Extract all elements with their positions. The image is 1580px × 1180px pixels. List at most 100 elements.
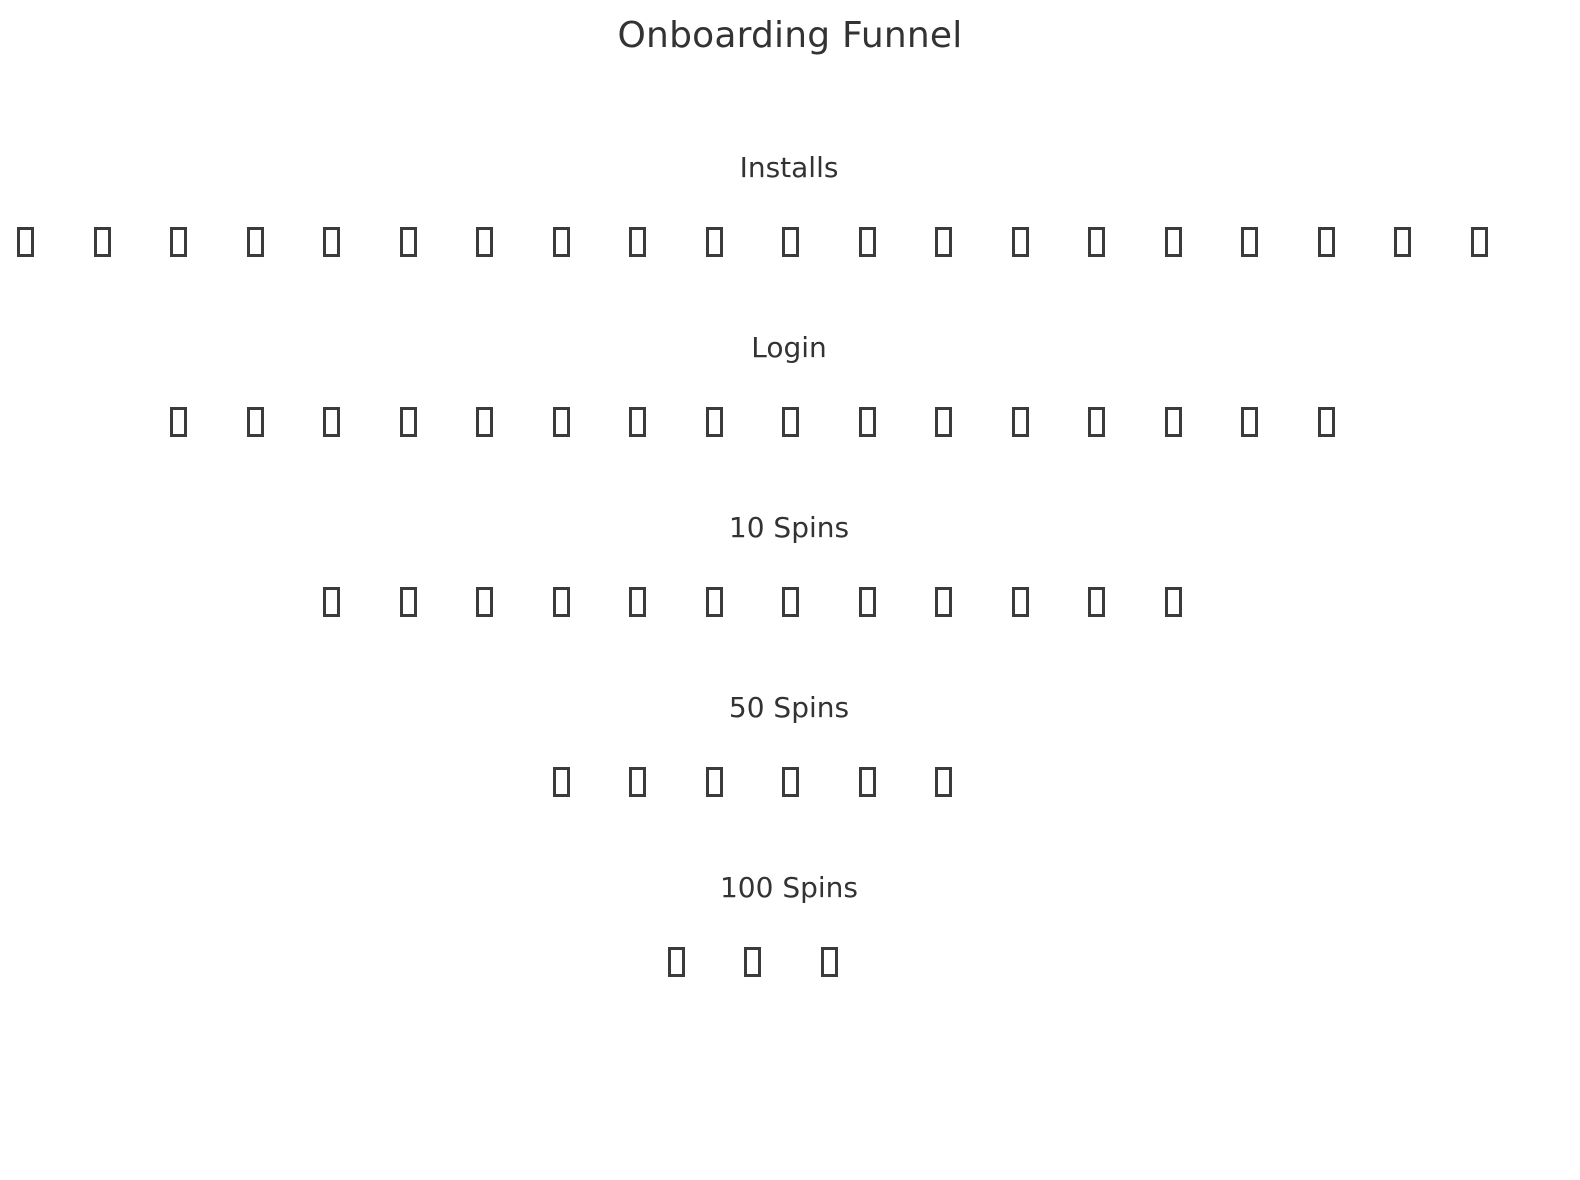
stage-marker bbox=[676, 400, 753, 444]
stage-marker bbox=[906, 220, 983, 264]
missing-glyph-box-icon bbox=[667, 947, 685, 977]
stage-marker bbox=[753, 400, 830, 444]
missing-glyph-box-icon bbox=[820, 947, 838, 977]
missing-glyph-box-icon bbox=[323, 587, 341, 617]
missing-glyph-box-icon bbox=[935, 227, 953, 257]
stage-marker bbox=[1212, 400, 1289, 444]
missing-glyph-box-icon bbox=[552, 407, 570, 437]
missing-glyph-box-icon bbox=[629, 227, 647, 257]
stage-marker bbox=[1059, 220, 1136, 264]
funnel-stage: 10 Spins bbox=[0, 510, 1580, 690]
missing-glyph-box-icon bbox=[629, 587, 647, 617]
stage-marker bbox=[829, 580, 906, 624]
missing-glyph-box-icon bbox=[170, 227, 188, 257]
stage-marker bbox=[1441, 220, 1518, 264]
stage-marker bbox=[523, 400, 600, 444]
stage-label: Installs bbox=[739, 151, 839, 184]
funnel-stage: Login bbox=[0, 330, 1580, 510]
missing-glyph-box-icon bbox=[1088, 587, 1106, 617]
stage-marker bbox=[141, 400, 218, 444]
missing-glyph-box-icon bbox=[552, 587, 570, 617]
stage-marker bbox=[906, 760, 983, 804]
stage-marker bbox=[791, 940, 868, 984]
missing-glyph-box-icon bbox=[935, 587, 953, 617]
stage-marker bbox=[676, 580, 753, 624]
missing-glyph-box-icon bbox=[935, 767, 953, 797]
missing-glyph-box-icon bbox=[93, 227, 111, 257]
stage-marker bbox=[294, 220, 371, 264]
missing-glyph-box-icon bbox=[935, 407, 953, 437]
stage-marker bbox=[982, 400, 1059, 444]
stage-label: Login bbox=[751, 331, 827, 364]
stage-marker bbox=[447, 400, 524, 444]
stage-marker-row bbox=[0, 932, 1580, 992]
missing-glyph-box-icon bbox=[782, 767, 800, 797]
stage-label: 10 Spins bbox=[728, 511, 850, 544]
missing-glyph-box-icon bbox=[1164, 227, 1182, 257]
stage-marker bbox=[676, 760, 753, 804]
stage-marker bbox=[1135, 220, 1212, 264]
stage-marker bbox=[1365, 220, 1442, 264]
stage-marker bbox=[1135, 580, 1212, 624]
stage-marker bbox=[600, 400, 677, 444]
stage-marker bbox=[753, 220, 830, 264]
stage-marker bbox=[753, 580, 830, 624]
missing-glyph-box-icon bbox=[1241, 407, 1259, 437]
stage-marker bbox=[600, 220, 677, 264]
missing-glyph-box-icon bbox=[705, 587, 723, 617]
stage-marker bbox=[1135, 400, 1212, 444]
missing-glyph-box-icon bbox=[170, 407, 188, 437]
missing-glyph-box-icon bbox=[323, 227, 341, 257]
missing-glyph-box-icon bbox=[476, 227, 494, 257]
missing-glyph-box-icon bbox=[1011, 407, 1029, 437]
stage-marker bbox=[1059, 400, 1136, 444]
missing-glyph-box-icon bbox=[399, 227, 417, 257]
stage-marker bbox=[217, 220, 294, 264]
missing-glyph-box-icon bbox=[858, 227, 876, 257]
stage-marker bbox=[370, 220, 447, 264]
stage-marker bbox=[1288, 220, 1365, 264]
missing-glyph-box-icon bbox=[858, 587, 876, 617]
missing-glyph-box-icon bbox=[399, 587, 417, 617]
funnel-stage: 50 Spins bbox=[0, 690, 1580, 870]
stage-marker bbox=[447, 220, 524, 264]
stage-marker-row bbox=[0, 212, 1580, 272]
stage-marker bbox=[1288, 400, 1365, 444]
chart-title-text: Onboarding Funnel bbox=[617, 15, 963, 56]
missing-glyph-box-icon bbox=[476, 407, 494, 437]
stage-marker bbox=[447, 580, 524, 624]
stage-marker bbox=[370, 400, 447, 444]
stage-marker bbox=[600, 760, 677, 804]
stage-marker bbox=[294, 580, 371, 624]
missing-glyph-box-icon bbox=[629, 407, 647, 437]
missing-glyph-box-icon bbox=[1011, 227, 1029, 257]
missing-glyph-box-icon bbox=[552, 767, 570, 797]
stage-marker bbox=[64, 220, 141, 264]
stage-marker bbox=[294, 400, 371, 444]
missing-glyph-box-icon bbox=[705, 407, 723, 437]
stage-marker bbox=[829, 760, 906, 804]
stage-marker bbox=[753, 760, 830, 804]
missing-glyph-box-icon bbox=[1164, 407, 1182, 437]
missing-glyph-box-icon bbox=[705, 767, 723, 797]
stage-marker bbox=[829, 400, 906, 444]
stage-marker bbox=[676, 220, 753, 264]
stage-marker bbox=[638, 940, 715, 984]
missing-glyph-box-icon bbox=[1164, 587, 1182, 617]
stage-marker bbox=[523, 760, 600, 804]
missing-glyph-box-icon bbox=[629, 767, 647, 797]
funnel-stage: Installs bbox=[0, 150, 1580, 330]
missing-glyph-box-icon bbox=[1394, 227, 1412, 257]
missing-glyph-box-icon bbox=[705, 227, 723, 257]
missing-glyph-box-icon bbox=[246, 227, 264, 257]
missing-glyph-box-icon bbox=[17, 227, 35, 257]
stage-marker bbox=[217, 400, 294, 444]
stage-label: 100 Spins bbox=[719, 871, 858, 904]
missing-glyph-box-icon bbox=[1470, 227, 1488, 257]
missing-glyph-box-icon bbox=[323, 407, 341, 437]
stage-label: 50 Spins bbox=[728, 691, 850, 724]
stage-marker-row bbox=[0, 752, 1580, 812]
stage-marker bbox=[523, 220, 600, 264]
missing-glyph-box-icon bbox=[1088, 407, 1106, 437]
